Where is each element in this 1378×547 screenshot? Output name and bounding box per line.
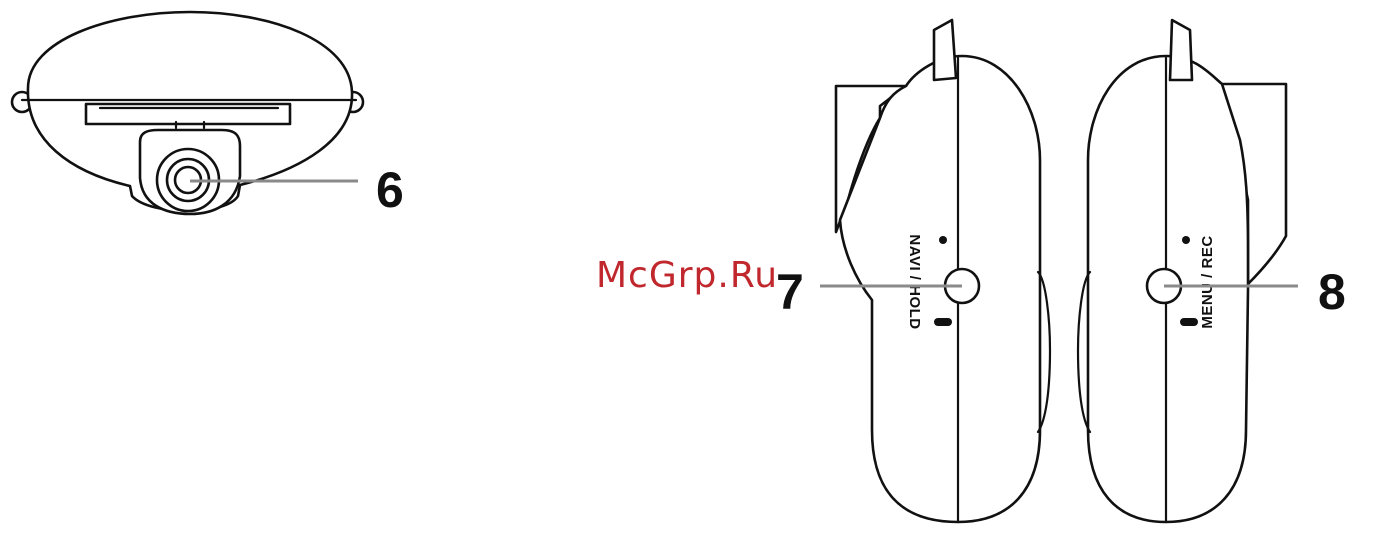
left-indicator-dot xyxy=(939,236,947,244)
watermark-text: McGrp.Ru xyxy=(596,255,778,296)
left-top-clip xyxy=(934,20,956,80)
right-top-clip xyxy=(1170,20,1192,80)
menu-rec-label: MENU / REC xyxy=(1199,235,1216,328)
right-indicator-dot xyxy=(1182,236,1190,244)
right-indicator-dash xyxy=(1180,318,1198,326)
left-indicator-dash xyxy=(934,318,952,326)
callout-6: 6 xyxy=(376,162,404,218)
right-side-view-device: MENU / REC xyxy=(1078,20,1286,522)
left-side-view-device: NAVI / HOLD xyxy=(836,20,1050,522)
callout-8: 8 xyxy=(1318,264,1346,320)
top-view-device xyxy=(12,12,363,214)
navi-hold-label: NAVI / HOLD xyxy=(906,234,923,329)
callout-7: 7 xyxy=(776,264,804,320)
